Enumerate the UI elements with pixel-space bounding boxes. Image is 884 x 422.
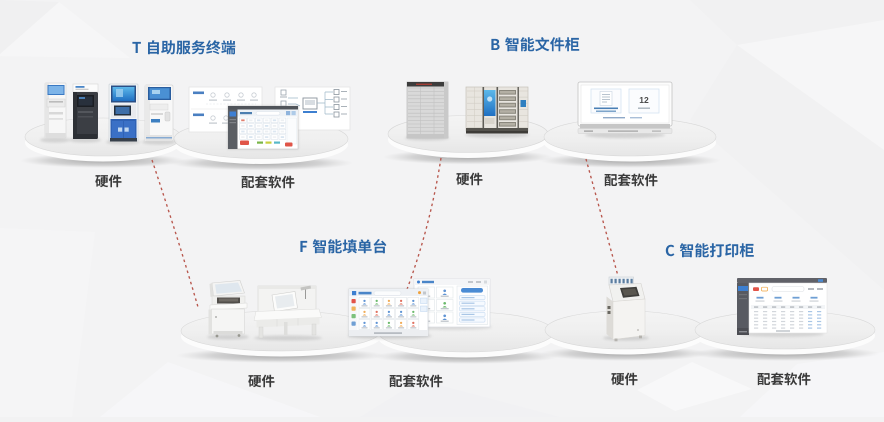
svg-text:12: 12 — [639, 95, 649, 105]
